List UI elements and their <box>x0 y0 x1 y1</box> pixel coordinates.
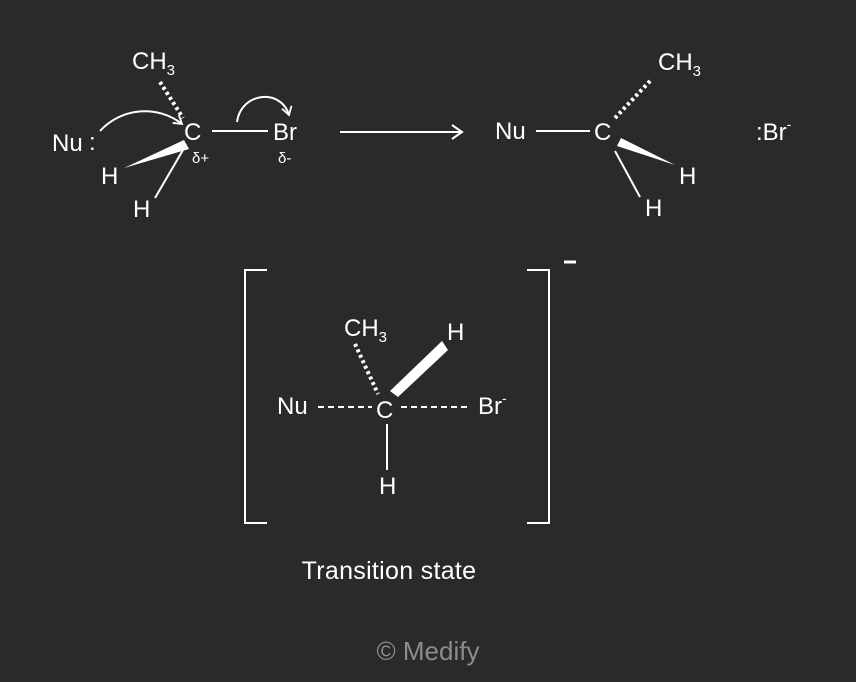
reactant-methyl-label: CH3 <box>132 48 175 79</box>
transition-state: CH3 H Nu C Br- H <box>244 260 576 524</box>
ts-methyl-label: CH3 <box>344 315 387 346</box>
reactant-wedge-hydrogen-label: H <box>101 163 118 190</box>
reactant-carbon-partial-charge: δ+ <box>192 150 209 167</box>
ts-bromide-label: Br- <box>478 390 507 420</box>
product-line-hydrogen-label: H <box>645 195 662 222</box>
copyright-credit: © Medify <box>376 636 480 666</box>
product-methyl-label: CH3 <box>658 49 701 80</box>
product-molecule: Nu C CH3 H H :Br- <box>495 49 792 222</box>
reactant-hashed-bond <box>158 80 185 120</box>
left-bracket <box>244 269 267 524</box>
leaving-group-curved-arrow <box>236 96 293 123</box>
ts-hashed-bond <box>353 343 380 395</box>
product-wedge-bond <box>617 138 675 165</box>
reactant-carbon-label: C <box>184 119 201 146</box>
reaction-arrow <box>340 124 464 140</box>
product-wedge-hydrogen-label: H <box>679 163 696 190</box>
right-bracket <box>527 269 550 524</box>
ts-top-hydrogen-label: H <box>447 319 464 346</box>
product-bromide-ion-label: :Br- <box>756 116 792 146</box>
nucleophilic-attack-curved-arrow <box>99 110 184 132</box>
ts-carbon-label: C <box>376 397 393 424</box>
reactant-nucleophile-label: Nu <box>52 130 83 157</box>
reactant-plain-ch-bond <box>154 149 184 199</box>
product-plain-ch-bond <box>614 150 641 198</box>
reactant-line-hydrogen-label: H <box>133 196 150 223</box>
product-carbon-label: C <box>594 119 611 146</box>
ts-wedge-bond <box>390 341 448 397</box>
product-hashed-bond <box>613 78 653 120</box>
reactant-molecule: Nu : CH3 C δ+ H H Br δ- <box>52 48 297 223</box>
transition-state-caption: Transition state <box>301 557 477 585</box>
reactant-bromine-partial-charge: δ- <box>278 150 291 167</box>
reactant-wedge-bond <box>124 140 189 168</box>
reactant-lone-pair: : <box>89 129 96 156</box>
reactant-bromine-label: Br <box>273 119 297 146</box>
product-nucleophile-label: Nu <box>495 118 526 145</box>
ts-nucleophile-label: Nu <box>277 393 308 420</box>
reaction-arrow-head <box>451 124 464 140</box>
ts-bottom-hydrogen-label: H <box>379 473 396 500</box>
